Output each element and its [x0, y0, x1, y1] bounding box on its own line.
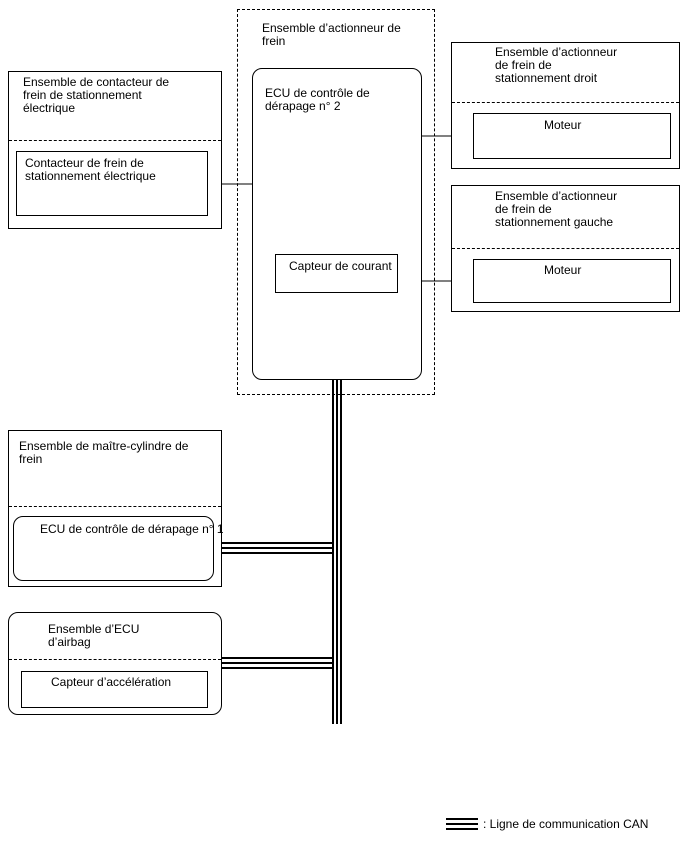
brake-actuator-assembly-title: Ensemble d’actionneur de frein	[262, 21, 401, 48]
can-legend-label: : Ligne de communication CAN	[483, 817, 649, 831]
current-sensor-label: Capteur de courant	[289, 259, 392, 273]
left-actuator-assembly-title: Ensemble d’actionneur de frein de statio…	[495, 189, 618, 229]
left-actuator-assembly-divider	[452, 248, 679, 249]
can-bus-branch-ecu1	[214, 542, 333, 554]
epb-switch-label: Contacteur de frein de stationnement éle…	[25, 156, 156, 183]
skid-control-ecu-1	[13, 516, 214, 581]
skid-control-ecu-2-label: ECU de contrôle de dérapage n° 2	[265, 86, 370, 113]
can-bus-trunk	[332, 380, 342, 724]
master-cylinder-assembly-title: Ensemble de maître-cylindre de frein	[19, 439, 189, 466]
right-actuator-assembly-divider	[452, 102, 679, 103]
can-bus-branch-airbag	[222, 657, 333, 669]
can-legend-symbol	[446, 818, 478, 830]
skid-control-ecu-2	[252, 68, 422, 380]
right-motor	[473, 113, 671, 159]
airbag-ecu-assembly-title: Ensemble d’ECU d’airbag	[48, 622, 140, 649]
left-motor	[473, 259, 671, 303]
acceleration-sensor	[21, 671, 208, 708]
skid-control-ecu-1-label: ECU de contrôle de dérapage n° 1	[40, 522, 224, 536]
current-sensor	[275, 254, 398, 293]
right-actuator-assembly-title: Ensemble d’actionneur de frein de statio…	[495, 45, 618, 85]
epb-switch	[16, 151, 208, 216]
epb-switch-assembly-title: Ensemble de contacteur de frein de stati…	[23, 75, 170, 115]
master-cylinder-assembly-divider	[9, 506, 221, 507]
left-motor-label: Moteur	[544, 263, 582, 277]
right-motor-label: Moteur	[544, 118, 582, 132]
acceleration-sensor-label: Capteur d’accélération	[51, 675, 172, 689]
brake-actuator-assembly	[237, 9, 435, 395]
airbag-ecu-assembly-divider	[9, 659, 221, 660]
epb-switch-assembly-divider	[9, 140, 221, 141]
